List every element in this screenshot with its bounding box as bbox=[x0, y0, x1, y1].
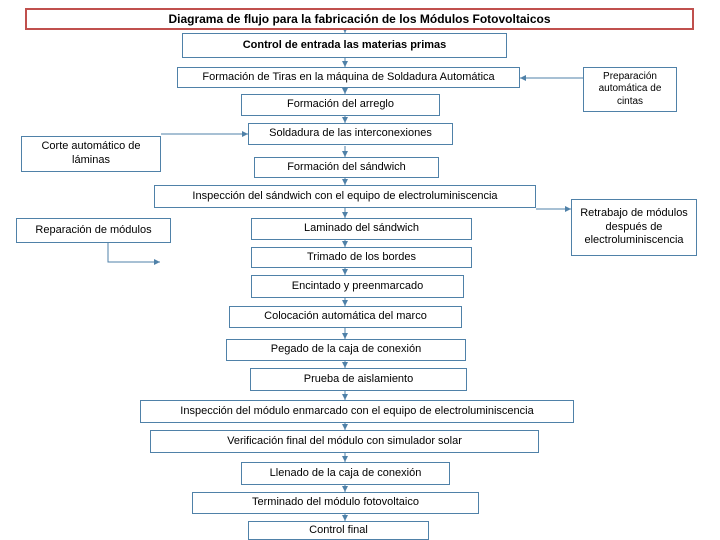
node-formacion-sandwich[interactable]: Formación del sándwich bbox=[254, 157, 439, 178]
node-inspeccion-sandwich[interactable]: Inspección del sándwich con el equipo de… bbox=[154, 185, 536, 208]
node-corte-laminas[interactable]: Corte automático de láminas bbox=[21, 136, 161, 172]
node-control-final[interactable]: Control final bbox=[248, 521, 429, 540]
node-encintado-preenmarcado[interactable]: Encintado y preenmarcado bbox=[251, 275, 464, 298]
node-trimado-bordes[interactable]: Trimado de los bordes bbox=[251, 247, 472, 268]
node-formacion-tiras[interactable]: Formación de Tiras en la máquina de Sold… bbox=[177, 67, 520, 88]
node-prueba-aislamiento[interactable]: Prueba de aislamiento bbox=[250, 368, 467, 391]
node-verificacion-final[interactable]: Verificación final del módulo con simula… bbox=[150, 430, 539, 453]
node-control-entrada[interactable]: Control de entrada las materias primas bbox=[182, 33, 507, 58]
node-pegado-caja[interactable]: Pegado de la caja de conexión bbox=[226, 339, 466, 361]
node-terminado-modulo[interactable]: Terminado del módulo fotovoltaico bbox=[192, 492, 479, 514]
node-inspeccion-modulo[interactable]: Inspección del módulo enmarcado con el e… bbox=[140, 400, 574, 423]
node-formacion-arreglo[interactable]: Formación del arreglo bbox=[241, 94, 440, 116]
node-colocacion-marco[interactable]: Colocación automática del marco bbox=[229, 306, 462, 328]
node-retrabajo-modulos[interactable]: Retrabajo de módulos después de electrol… bbox=[571, 199, 697, 256]
diagram-title: Diagrama de flujo para la fabricación de… bbox=[25, 8, 694, 30]
node-laminado-sandwich[interactable]: Laminado del sándwich bbox=[251, 218, 472, 240]
node-llenado-caja[interactable]: Llenado de la caja de conexión bbox=[241, 462, 450, 485]
node-soldadura-interconexiones[interactable]: Soldadura de las interconexiones bbox=[248, 123, 453, 145]
node-preparacion-cintas[interactable]: Preparación automática de cintas bbox=[583, 67, 677, 112]
node-reparacion-modulos[interactable]: Reparación de módulos bbox=[16, 218, 171, 243]
